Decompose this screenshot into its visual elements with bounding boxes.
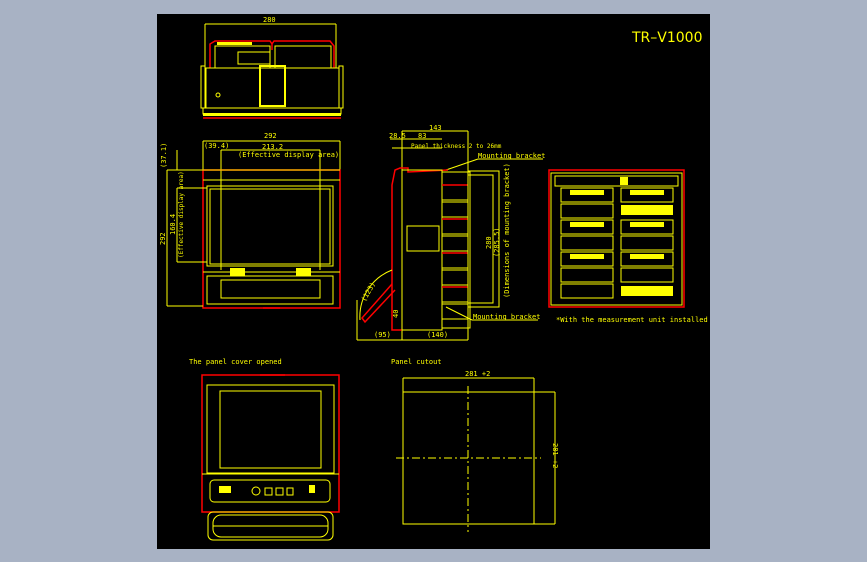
top-width-dim: 280 <box>263 16 276 24</box>
rear-view-note: *With the measurement unit installed <box>556 316 708 324</box>
cad-drawing: TR–V1000 280 292 (39.4) 213.2 (Effective… <box>159 16 708 541</box>
depth-dim: 143 <box>429 124 442 132</box>
display-height-dim: 160.4 <box>169 214 177 235</box>
top-offset-dim: (37.1) <box>160 143 168 168</box>
mounting-bracket-top-label: Mounting bracket <box>478 152 545 160</box>
terminal-stack <box>441 184 469 320</box>
body-depth-dim: (140) <box>427 331 448 339</box>
cover-depth-dim: (95) <box>374 331 391 339</box>
bracket-height-ref: (285.5) <box>493 227 501 257</box>
front-depth-dim: 28.5 <box>389 132 406 140</box>
left-offset-dim: (39.4) <box>204 142 229 150</box>
measurement-unit-slots <box>560 187 674 299</box>
panel-cutout-view: Panel cutout 281 +2 281 +2 <box>391 358 559 532</box>
front-width-dim: 292 <box>264 132 277 140</box>
panel-thickness-label: Panel thickness 2 to 26mm <box>411 143 502 150</box>
open-cover-label: The panel cover opened <box>189 358 282 366</box>
cover-offset-dim: 40 <box>392 310 400 318</box>
mounting-bracket-bottom-label: Mounting bracket <box>473 313 540 321</box>
cover-radius-dim: (123) <box>360 281 377 303</box>
display-height-label: (Effective display area) <box>178 171 185 258</box>
front-height-dim: 292 <box>159 232 167 245</box>
display-width-label: (Effective display area) <box>238 151 339 159</box>
rear-view: *With the measurement unit installed <box>548 169 708 324</box>
cutout-width-dim: 281 +2 <box>465 370 490 378</box>
open-cover-view: The panel cover opened <box>189 358 340 541</box>
top-view: 280 <box>200 16 344 119</box>
front-view: 292 (39.4) 213.2 (Effective display area… <box>159 132 341 309</box>
cutout-height-dim: 281 +2 <box>551 443 559 468</box>
panel-depth-dim: 83 <box>418 132 426 140</box>
display-width-dim: 213.2 <box>262 143 283 151</box>
bracket-height-dim: 280 <box>485 236 493 249</box>
panel-cutout-label: Panel cutout <box>391 358 442 366</box>
drawing-title: TR–V1000 <box>631 30 703 46</box>
side-view: 143 28.5 83 Panel thickness 2 to 26mm Mo… <box>356 124 545 341</box>
bracket-dimension-label: (Dimensions of mounting bracket) <box>503 163 511 298</box>
cad-drawing-canvas[interactable]: TR–V1000 280 292 (39.4) 213.2 (Effective… <box>157 14 710 549</box>
